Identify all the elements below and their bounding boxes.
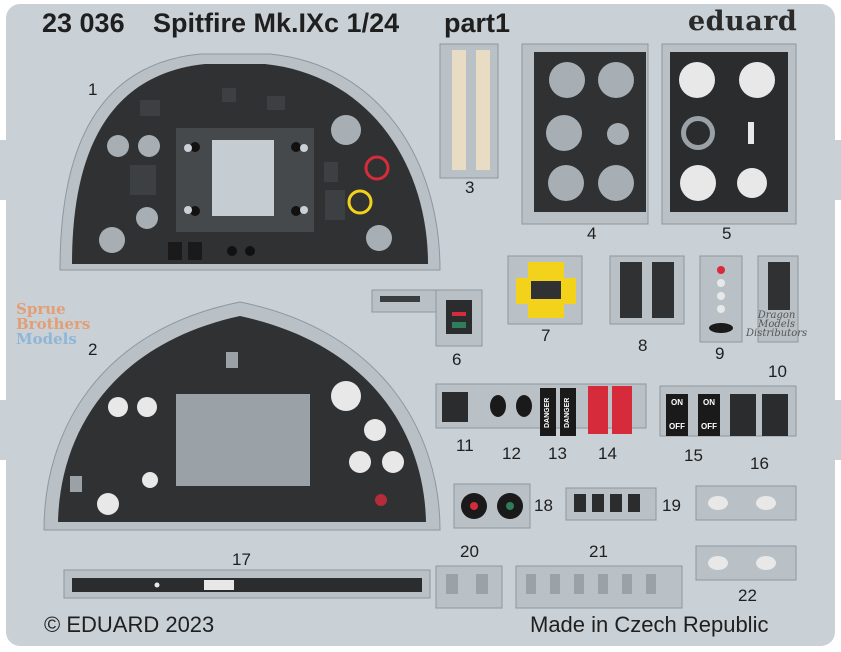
part-18 [453, 483, 531, 529]
part-number-15: 15 [684, 446, 703, 465]
part-2-lower-panel [43, 301, 441, 531]
part-21 [515, 565, 683, 609]
part-9 [699, 255, 743, 343]
part-number-3: 3 [465, 178, 475, 197]
part-number-13: 13 [548, 444, 567, 463]
part-number-18: 18 [534, 496, 553, 515]
part-number-19: 19 [662, 496, 681, 515]
part-number-10: 10 [768, 362, 787, 381]
brand-logo: eduard [688, 6, 798, 37]
part-6 [371, 289, 483, 347]
sheet-part: part1 [444, 8, 511, 38]
part-number-17: 17 [232, 550, 251, 569]
part-number-8: 8 [638, 336, 648, 355]
sheet-code: 23 036 [42, 8, 125, 38]
parts-15-16 [659, 385, 797, 437]
part-4-gauge-panel [521, 43, 649, 225]
part-number-21: 21 [589, 542, 608, 561]
part-number-14: 14 [598, 444, 617, 463]
part-17-strip [63, 569, 431, 599]
dragon-models-watermark: Dragon Models Distributors [746, 310, 808, 339]
copyright-text: © EDUARD 2023 [44, 612, 215, 637]
origin-text: Made in Czech Republic [530, 612, 769, 637]
danger-placard-1: DANGER [544, 397, 551, 429]
part-number-2: 2 [88, 340, 98, 359]
part-1-instrument-panel [59, 53, 441, 271]
part-3-straps [439, 43, 499, 179]
part-number-6: 6 [452, 350, 462, 369]
part-number-5: 5 [722, 224, 732, 243]
part-number-9: 9 [715, 344, 725, 363]
part-number-11: 11 [456, 436, 474, 455]
part-20 [435, 565, 503, 609]
part-number-1: 1 [88, 80, 98, 99]
part-number-12: 12 [502, 444, 521, 463]
part-19 [565, 487, 657, 521]
part-7 [507, 255, 583, 325]
part-8 [609, 255, 685, 325]
on-label-1: ON [671, 398, 683, 407]
part-10 [757, 255, 799, 343]
part-number-20: 20 [460, 542, 479, 561]
part-22 [695, 485, 797, 581]
part-number-4: 4 [587, 224, 597, 243]
sprue-brothers-watermark: Sprue Brothers Models [16, 300, 91, 348]
on-label-2: ON [703, 398, 715, 407]
part-5-dials [661, 43, 797, 225]
parts-11-14 [435, 383, 647, 436]
sheet-title: Spitfire Mk.IXc 1/24 [153, 8, 400, 38]
danger-placard-2: DANGER [564, 397, 571, 429]
off-label-2: OFF [701, 422, 717, 431]
part-number-22: 22 [738, 586, 757, 605]
off-label-1: OFF [669, 422, 685, 431]
part-number-7: 7 [541, 326, 551, 345]
part-number-16: 16 [750, 454, 769, 473]
